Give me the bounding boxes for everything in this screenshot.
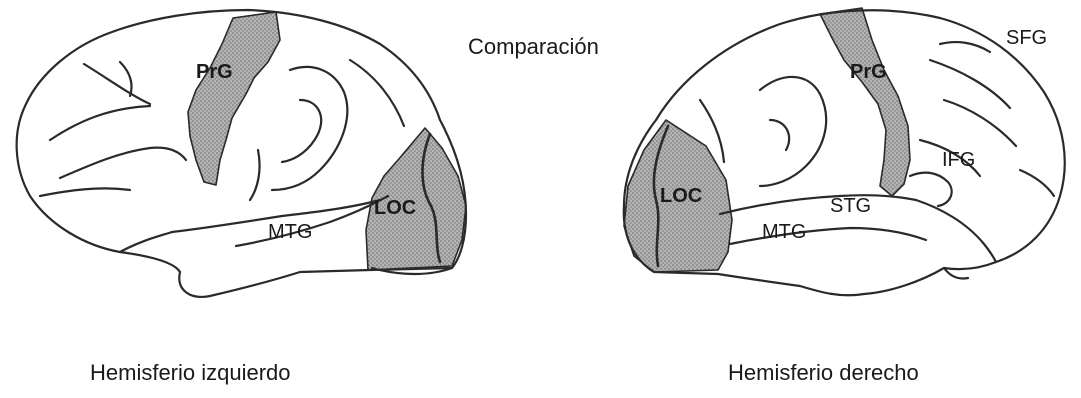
right-mtg-label: MTG [762, 222, 806, 242]
left-hemisphere-caption: Hemisferio izquierdo [90, 362, 291, 384]
left-prg-label: PrG [196, 62, 233, 82]
comparison-title: Comparación [468, 36, 599, 58]
left-loc-label: LOC [374, 198, 416, 218]
left-mtg-label: MTG [268, 222, 312, 242]
right-sfg-label: SFG [1006, 28, 1047, 48]
right-hemisphere-caption: Hemisferio derecho [728, 362, 919, 384]
right-ifg-label: IFG [942, 150, 975, 170]
right-loc-label: LOC [660, 186, 702, 206]
left-prg-region [188, 12, 280, 185]
right-prg-region [820, 8, 910, 196]
left-hemisphere-drawing [17, 10, 466, 297]
right-prg-label: PrG [850, 62, 887, 82]
right-stg-label: STG [830, 196, 871, 216]
right-hemisphere-drawing [624, 8, 1065, 295]
